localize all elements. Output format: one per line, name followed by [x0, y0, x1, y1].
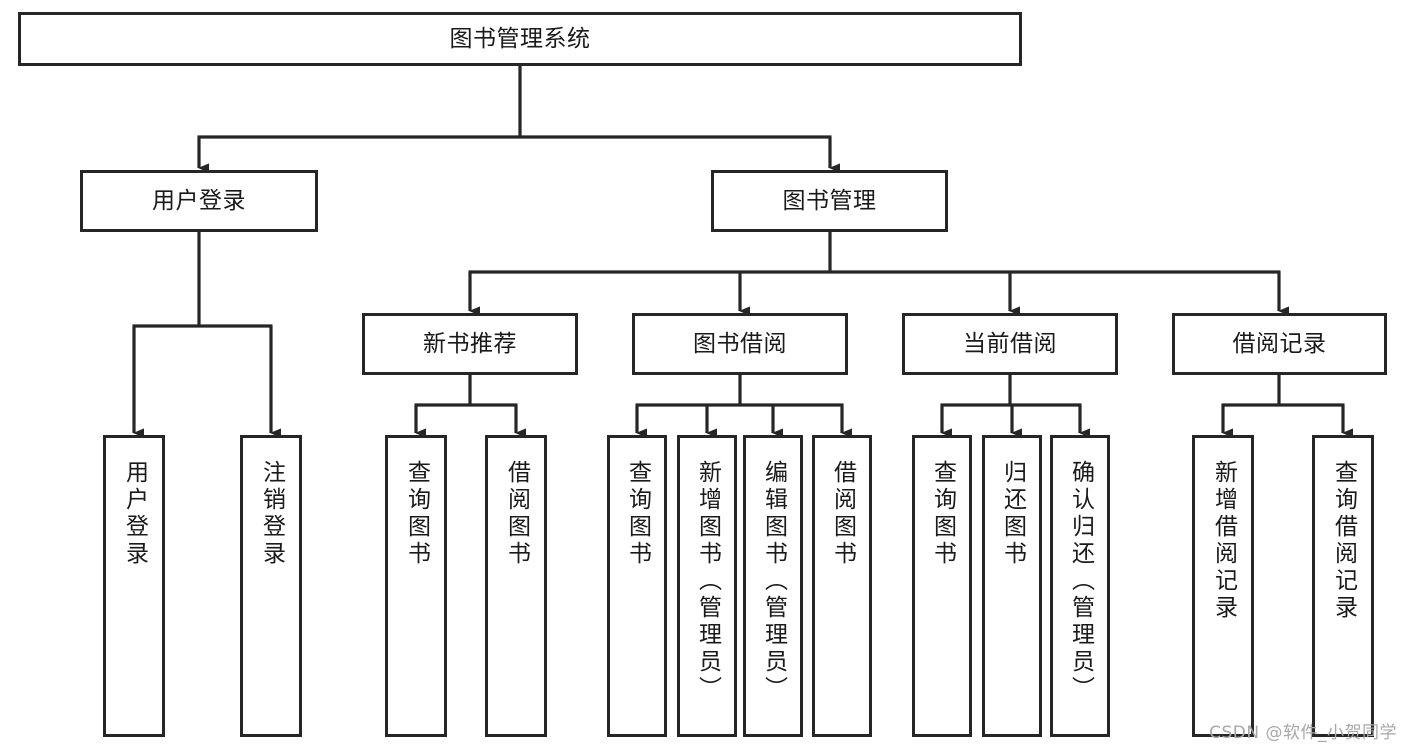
- node-book-borrow[interactable]: 图书借阅: [632, 313, 848, 375]
- node-label: 图书借阅: [693, 330, 787, 357]
- leaf-borrow-add-book-admin[interactable]: 新增图书（管理员）: [677, 435, 737, 737]
- leaf-borrow-borrow-books[interactable]: 借阅图书: [812, 435, 872, 737]
- leaf-newbook-query-books[interactable]: 查询图书: [385, 435, 447, 737]
- node-label: 当前借阅: [963, 330, 1057, 357]
- node-label: 查询借阅记录: [1330, 460, 1357, 622]
- node-label: 查询图书: [403, 460, 430, 568]
- leaf-borrow-edit-book-admin[interactable]: 编辑图书（管理员）: [743, 435, 803, 737]
- leaf-borrow-query-books[interactable]: 查询图书: [607, 435, 667, 737]
- node-label: 借阅图书: [829, 460, 856, 568]
- node-label: 用户登录: [152, 187, 246, 214]
- leaf-user-logout[interactable]: 注销登录: [240, 435, 302, 737]
- node-label: 确认归还（管理员）: [1067, 460, 1094, 703]
- node-label: 编辑图书（管理员）: [760, 460, 787, 703]
- node-current-borrow[interactable]: 当前借阅: [902, 313, 1118, 375]
- node-new-book-recommend[interactable]: 新书推荐: [362, 313, 578, 375]
- node-label: 查询图书: [624, 460, 651, 568]
- leaf-current-confirm-return-admin[interactable]: 确认归还（管理员）: [1050, 435, 1110, 737]
- node-label: 新增图书（管理员）: [694, 460, 721, 703]
- leaf-newbook-borrow-books[interactable]: 借阅图书: [485, 435, 547, 737]
- leaf-user-login[interactable]: 用户登录: [103, 435, 165, 737]
- node-label: 借阅图书: [503, 460, 530, 568]
- node-book-management[interactable]: 图书管理: [711, 170, 948, 232]
- node-label: 新书推荐: [423, 330, 517, 357]
- node-label: 图书管理系统: [449, 25, 591, 52]
- node-root-system[interactable]: 图书管理系统: [18, 12, 1022, 66]
- leaf-record-query-borrow-record[interactable]: 查询借阅记录: [1312, 435, 1374, 737]
- node-label: 注销登录: [258, 460, 285, 568]
- node-label: 归还图书: [999, 460, 1026, 568]
- node-label: 借阅记录: [1232, 330, 1327, 357]
- node-user-login[interactable]: 用户登录: [80, 170, 318, 232]
- leaf-current-query-books[interactable]: 查询图书: [912, 435, 972, 737]
- node-borrow-records[interactable]: 借阅记录: [1172, 313, 1387, 375]
- node-label: 图书管理: [782, 187, 877, 214]
- leaf-current-return-books[interactable]: 归还图书: [982, 435, 1042, 737]
- node-label: 新增借阅记录: [1210, 460, 1237, 622]
- node-label: 查询图书: [929, 460, 956, 568]
- leaf-record-add-borrow-record[interactable]: 新增借阅记录: [1192, 435, 1254, 737]
- node-label: 用户登录: [121, 460, 148, 568]
